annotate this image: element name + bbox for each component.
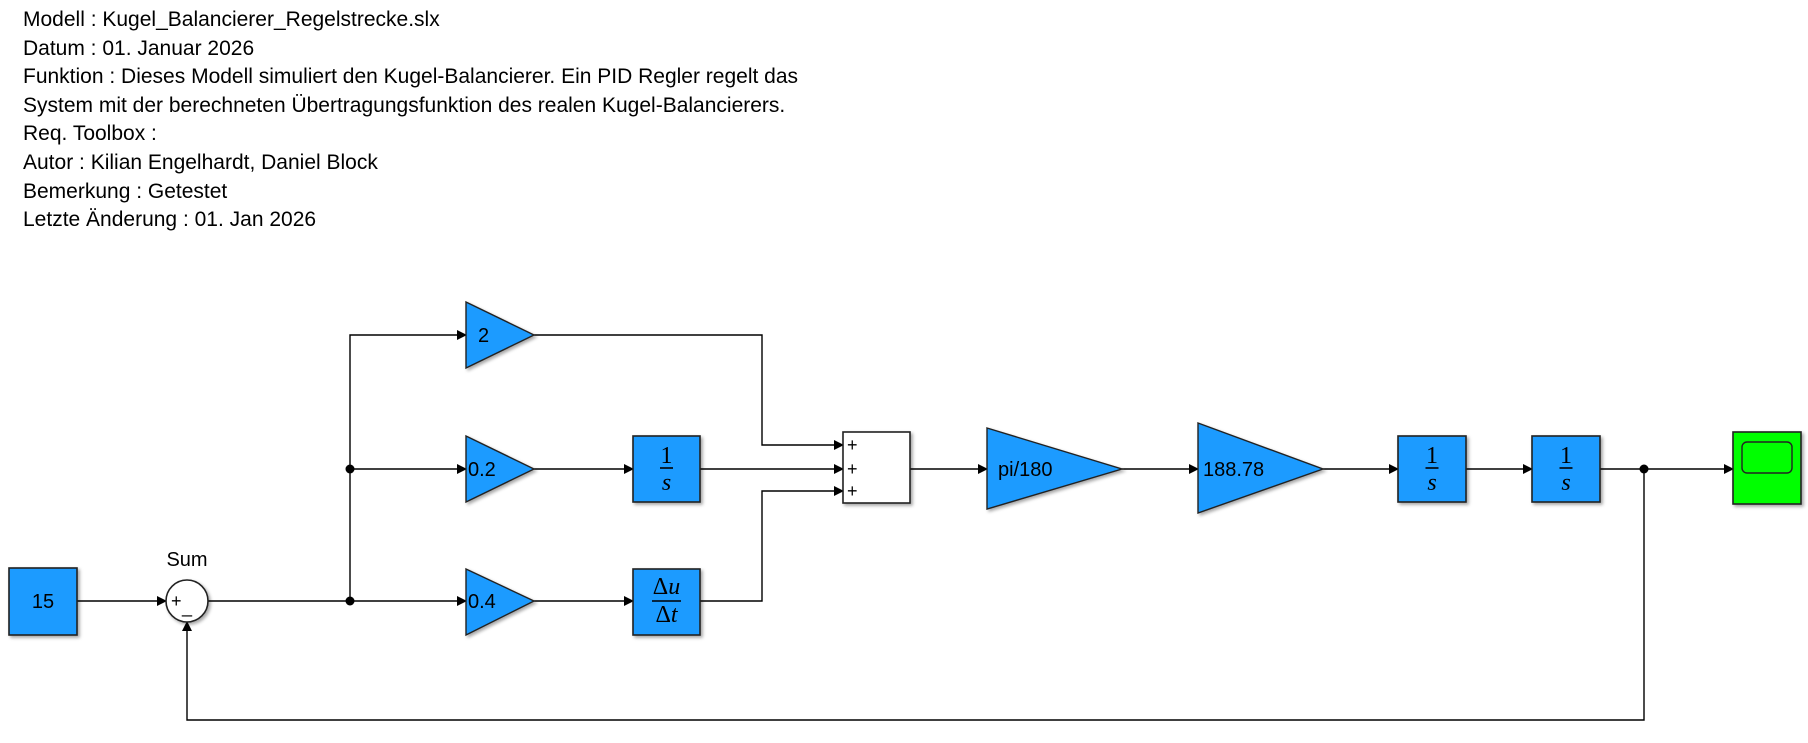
- sum-label: Sum: [166, 549, 207, 571]
- junction-dot: [1639, 464, 1649, 474]
- constant-value: 15: [32, 591, 54, 613]
- annotation-toolbox: Req. Toolbox :: [23, 122, 157, 146]
- integrator-2-block[interactable]: 1 s: [1531, 435, 1601, 503]
- annotation-function-1: Funktion : Dieses Modell simuliert den K…: [23, 65, 799, 89]
- junction-dot: [345, 596, 355, 606]
- integrator-1-denominator: s: [1427, 470, 1436, 496]
- gain-plant-value: 188.78: [1203, 459, 1264, 481]
- line-branch-vertical[interactable]: [349, 330, 467, 601]
- line-derivative-to-sum3[interactable]: [700, 486, 844, 602]
- gain-plant-block[interactable]: 188.78: [1197, 421, 1326, 514]
- integrator-2-denominator: s: [1561, 470, 1570, 496]
- scope-block[interactable]: [1732, 431, 1802, 505]
- derivative-denominator: Δt: [655, 602, 678, 628]
- model-annotation: Modell : Kugel_Balancierer_Regelstrecke.…: [23, 6, 798, 235]
- gain-i-block[interactable]: 0.2: [465, 434, 536, 504]
- gain-deg2rad-block[interactable]: pi/180: [986, 427, 1125, 510]
- gain-p-value: 2: [478, 325, 489, 347]
- pid-sum-sign-3: +: [847, 481, 858, 501]
- gain-i-value: 0.2: [468, 459, 496, 481]
- gain-p-block[interactable]: 2: [465, 300, 536, 370]
- annotation-date: Datum : 01. Januar 2026: [23, 36, 255, 60]
- gain-d-block[interactable]: 0.4: [465, 567, 536, 637]
- integrator-1-numerator: 1: [1426, 443, 1438, 469]
- constant-block[interactable]: 15: [8, 567, 78, 636]
- pid-sum-sign-2: +: [847, 459, 858, 479]
- integrator-1-block[interactable]: 1 s: [1397, 435, 1467, 503]
- junction-dot: [345, 464, 355, 474]
- annotation-last-change: Letzte Änderung : 01. Jan 2026: [23, 208, 317, 232]
- derivative-numerator: Δu: [653, 574, 680, 600]
- sum-minus-sign: _: [181, 597, 193, 618]
- annotation-remark: Bemerkung : Getestet: [23, 179, 228, 203]
- line-feedback[interactable]: [182, 469, 1645, 721]
- annotation-model: Modell : Kugel_Balancierer_Regelstrecke.…: [23, 8, 440, 31]
- scope-screen-icon: [1741, 441, 1793, 474]
- line-gain-p-to-sum3[interactable]: [534, 334, 844, 450]
- integrator-pid-block[interactable]: 1 s: [632, 435, 701, 503]
- pid-sum-sign-1: +: [847, 435, 858, 455]
- sum-plus-sign: +: [171, 591, 182, 611]
- sum-block[interactable]: Sum + _: [165, 549, 209, 623]
- integrator-pid-numerator: 1: [661, 443, 673, 469]
- integrator-2-numerator: 1: [1560, 443, 1572, 469]
- pid-sum-block[interactable]: + + +: [842, 431, 911, 504]
- derivative-block[interactable]: Δu Δt: [632, 568, 701, 636]
- integrator-pid-denominator: s: [662, 470, 671, 496]
- gain-deg2rad-value: pi/180: [998, 459, 1053, 481]
- signal-lines: [77, 330, 1734, 721]
- annotation-function-2: System mit der berechneten Übertragungsf…: [23, 93, 786, 117]
- annotation-author: Autor : Kilian Engelhardt, Daniel Block: [23, 150, 378, 174]
- gain-d-value: 0.4: [468, 591, 496, 613]
